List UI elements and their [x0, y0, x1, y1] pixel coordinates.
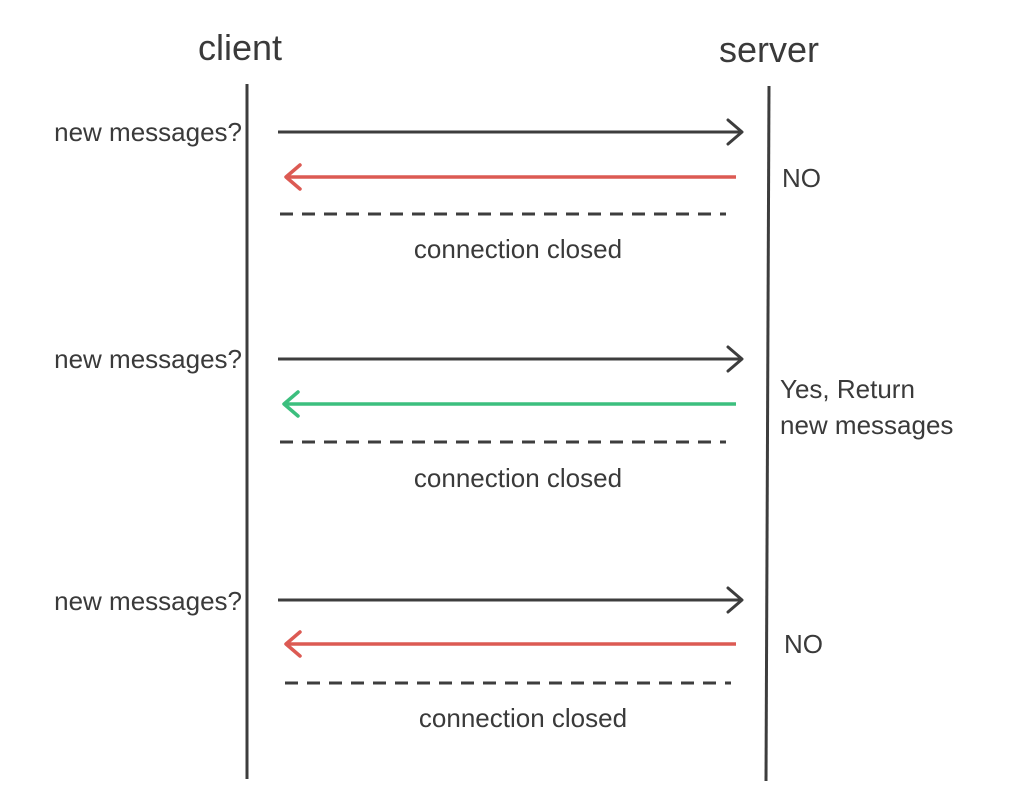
client-heading: client — [198, 27, 282, 68]
exchange-2: new messages? Yes, Return new messages c… — [54, 344, 953, 493]
request-label: new messages? — [54, 344, 242, 374]
server-lifeline — [764, 85, 771, 782]
response-label: NO — [784, 629, 823, 659]
request-label: new messages? — [54, 586, 242, 616]
response-arrow-yes — [282, 390, 736, 418]
connection-closed-label: connection closed — [419, 703, 627, 733]
response-arrow-no — [284, 163, 736, 191]
connection-closed-label: connection closed — [414, 234, 622, 264]
request-label: new messages? — [54, 117, 242, 147]
response-label-line-2: new messages — [780, 410, 953, 440]
server-heading: server — [719, 29, 819, 70]
request-arrow — [278, 345, 744, 373]
response-arrow-no — [284, 630, 736, 658]
response-label-line-1: Yes, Return — [780, 374, 915, 404]
request-arrow — [278, 586, 744, 614]
exchange-1: new messages? NO connection closed — [54, 117, 821, 264]
connection-closed-label: connection closed — [414, 463, 622, 493]
exchange-3: new messages? NO connection closed — [54, 586, 823, 733]
request-arrow — [278, 118, 744, 146]
response-label: NO — [782, 163, 821, 193]
